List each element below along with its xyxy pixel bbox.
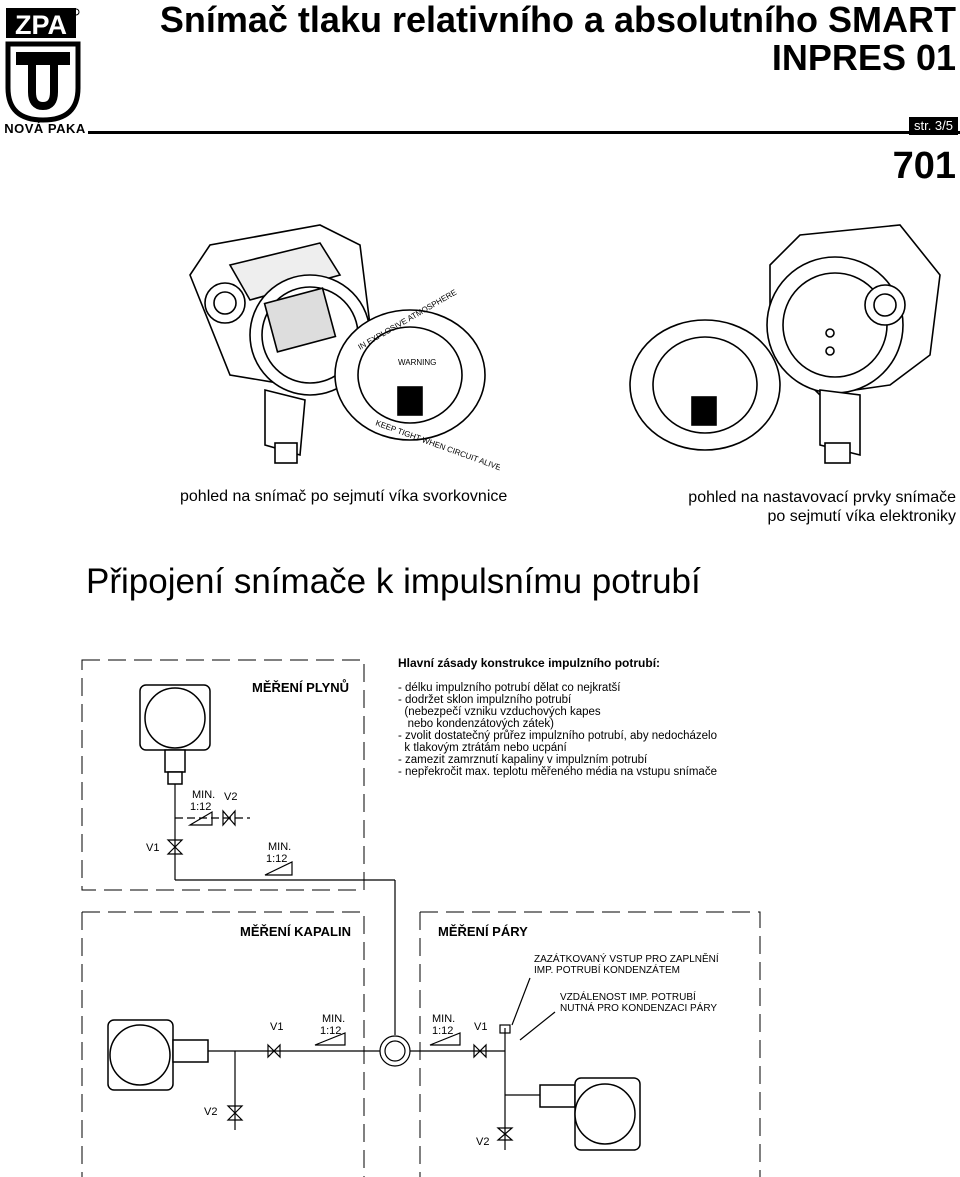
liquid-box	[82, 911, 365, 1177]
gas-v1-label: V1	[146, 842, 159, 854]
gas-v2-label: V2	[224, 791, 237, 803]
valve-v1-steam	[473, 1043, 487, 1059]
rule-item: - délku impulzního potrubí dělat co nejk…	[398, 682, 621, 694]
transmitter-electronics-illustration	[629, 224, 941, 464]
gas-transmitter	[139, 684, 211, 785]
gas-slope-label-2: 1:12	[266, 853, 287, 865]
steam-min-label: MIN.	[432, 1013, 455, 1025]
rule-item: (nebezpečí vzniku vzduchových kapes	[398, 706, 601, 718]
valve-v2-liquid	[226, 1105, 244, 1121]
steam-note1-line1: ZAZÁTKOVANÝ VSTUP PRO ZAPLNĚNÍ	[534, 952, 719, 965]
right-photo-caption: pohled na nastavovací prvky snímače po s…	[688, 488, 956, 526]
steam-note1-line2: IMP. POTRUBÍ KONDENZÁTEM	[534, 963, 680, 976]
zpa-logo: ZPA	[2, 6, 84, 142]
rule-item: nebo kondenzátových zátek)	[398, 718, 554, 730]
page-title-line2: INPRES 01	[771, 37, 956, 78]
rule-item: - dodržet sklon impulzního potrubí	[398, 694, 572, 706]
left-photo-caption: pohled na snímač po sejmutí víka svorkov…	[180, 488, 508, 505]
page-number-badge: str. 3/5	[908, 117, 958, 135]
steam-v1-label: V1	[474, 1021, 487, 1033]
steam-title: MĚŘENÍ PÁRY	[438, 924, 528, 939]
liquid-transmitter	[107, 1019, 209, 1091]
rules-list: - délku impulzního potrubí dělat co nejk…	[398, 682, 717, 778]
steam-slope-label: 1:12	[432, 1025, 453, 1037]
page-title-line1: Snímač tlaku relativního a absolutního S…	[159, 0, 956, 40]
logo-place: NOVÁ PAKA	[4, 121, 86, 136]
liquid-v1-label: V1	[270, 1021, 283, 1033]
rules-title: Hlavní zásady konstrukce impulzního potr…	[398, 656, 661, 670]
steam-transmitter	[539, 1077, 641, 1151]
rule-item: - nepřekročit max. teplotu měřeného médi…	[398, 766, 717, 778]
gas-title: MĚŘENÍ PLYNŮ	[252, 679, 349, 695]
gas-slope-label: 1:12	[190, 801, 211, 813]
section-title: Připojení snímače k impulsnímu potrubí	[86, 562, 701, 601]
liquid-v2-label: V2	[204, 1106, 217, 1118]
valve-v2-steam	[496, 1127, 514, 1141]
gas-min-label: MIN.	[192, 789, 215, 801]
steam-v2-label: V2	[476, 1136, 489, 1148]
steam-box	[420, 911, 761, 1177]
gas-box	[81, 659, 365, 891]
steam-note2-line2: NUTNÁ PRO KONDENZACI PÁRY	[560, 1001, 717, 1014]
rule-item: - zvolit dostatečný průřez impulzního po…	[398, 730, 717, 742]
right-caption-line2: po sejmutí víka elektroniky	[767, 508, 956, 525]
piping-diagram: MĚŘENÍ PLYNŮ MIN. 1:12 V2 V1 MIN. 1:12 M…	[81, 659, 761, 1177]
liquid-min-label: MIN.	[322, 1013, 345, 1025]
transmitter-terminal-illustration: IN EXPLOSIVE ATMOSPHERE WARNING KEEP TIG…	[189, 224, 500, 472]
header-rule	[88, 131, 960, 134]
steam-note2-line1: VZDÁLENOST IMP. POTRUBÍ	[560, 990, 696, 1003]
right-caption-line1: pohled na nastavovací prvky snímače	[688, 489, 956, 506]
rule-item: k tlakovým ztrátám nebo ucpání	[398, 742, 567, 754]
warning-text: WARNING	[398, 358, 436, 367]
valve-v1-gas	[166, 839, 184, 855]
valve-v1-liquid	[267, 1043, 281, 1059]
logo-text: ZPA	[15, 10, 67, 40]
gas-min-label-2: MIN.	[268, 841, 291, 853]
valve-v2-gas	[222, 809, 236, 827]
document-number: 701	[892, 145, 956, 187]
rule-item: - zamezit zamrznutí kapaliny v impulzním…	[398, 754, 648, 766]
liquid-title: MĚŘENÍ KAPALIN	[240, 924, 351, 939]
liquid-slope-label: 1:12	[320, 1025, 341, 1037]
